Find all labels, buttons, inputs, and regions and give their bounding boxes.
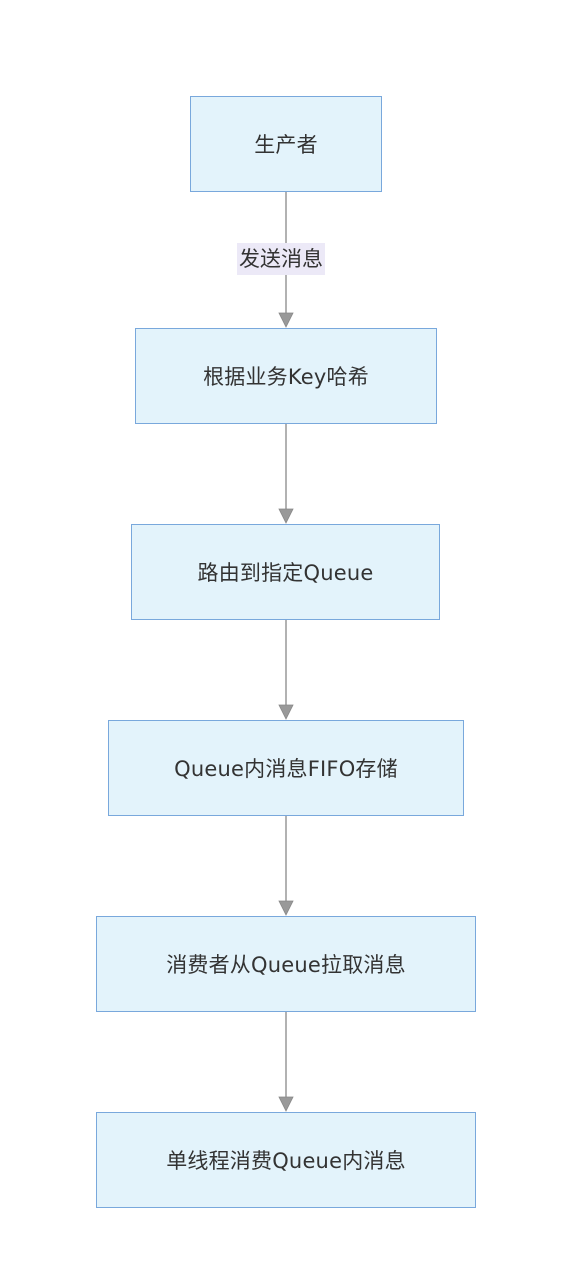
node-hash-by-business-key: 根据业务Key哈希 (135, 328, 437, 424)
node-consumer-pull: 消费者从Queue拉取消息 (96, 916, 476, 1012)
node-single-thread-consume: 单线程消费Queue内消息 (96, 1112, 476, 1208)
arrowhead-4 (278, 1096, 294, 1112)
arrowhead-0 (278, 312, 294, 328)
arrowhead-1 (278, 508, 294, 524)
arrowhead-3 (278, 900, 294, 916)
edge-label-send-message: 发送消息 (237, 243, 325, 275)
node-producer: 生产者 (190, 96, 382, 192)
node-queue-fifo-storage: Queue内消息FIFO存储 (108, 720, 464, 816)
arrowhead-2 (278, 704, 294, 720)
node-route-to-queue: 路由到指定Queue (131, 524, 440, 620)
